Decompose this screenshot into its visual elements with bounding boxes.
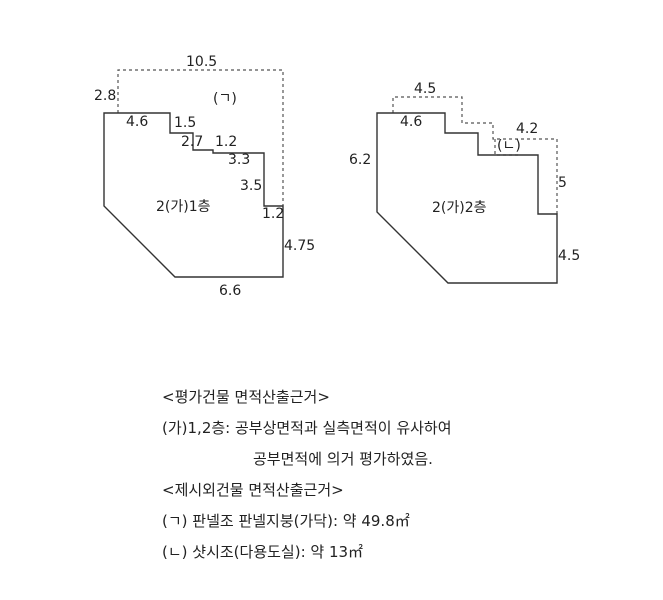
dim-left-top-dashed: 10.5 (186, 54, 217, 70)
dim-left-step1: 1.5 (174, 115, 196, 131)
right-floor-label: 2(가)2층 (432, 200, 487, 216)
dim-left-left-dashed: 2.8 (94, 88, 116, 104)
dim-right-annex-height: 5 (558, 175, 567, 191)
right-floor-plan: (ㄴ) 4.5 4.6 4.2 6.2 5 4.5 2(가)2층 (349, 81, 580, 284)
left-annex-dashed-outline (117, 69, 284, 206)
notes-line-floor-area-cont: 공부면적에 의거 평가하였음. (253, 450, 433, 468)
dim-right-right: 4.5 (558, 248, 580, 264)
left-floor-label: 2(가)1층 (156, 199, 211, 215)
left-building-outline (103, 112, 284, 278)
dim-right-top: 4.6 (400, 114, 422, 130)
left-annex-label: (ㄱ) (213, 91, 237, 107)
dim-left-step4: 3.3 (228, 152, 250, 168)
right-building-outline (376, 112, 558, 284)
notes-line-annex-a: (ㄱ) 판넬조 판넬지붕(가닥): 약 49.8㎡ (162, 512, 410, 530)
dim-left-step3: 1.2 (215, 134, 237, 150)
dim-right-left: 6.2 (349, 152, 371, 168)
right-annex-dashed-top (392, 96, 558, 214)
dim-left-bottom: 6.6 (219, 283, 241, 299)
dim-left-step6: 1.2 (262, 206, 284, 222)
dim-right-annex-width: 4.2 (516, 121, 538, 137)
notes-heading-other-building: <제시외건물 면적산출근거> (162, 481, 344, 499)
dim-left-step5: 3.5 (240, 178, 262, 194)
right-annex-label: (ㄴ) (497, 138, 521, 154)
notes-line-floor-area: (가)1,2층: 공부상면적과 실측면적이 유사하여 (162, 419, 452, 437)
dim-right-top-dashed: 4.5 (414, 81, 436, 97)
left-floor-plan: (ㄱ) 10.5 2.8 4.6 1.5 2.7 1.2 3.3 3.5 1.2… (94, 54, 315, 299)
notes-line-annex-b: (ㄴ) 샷시조(다용도실): 약 13㎡ (162, 543, 364, 561)
dim-left-right: 4.75 (284, 238, 315, 254)
dim-left-step2: 2.7 (181, 134, 203, 150)
notes-heading-evaluated-building: <평가건물 면적산출근거> (162, 388, 330, 406)
dim-left-top: 4.6 (126, 114, 148, 130)
